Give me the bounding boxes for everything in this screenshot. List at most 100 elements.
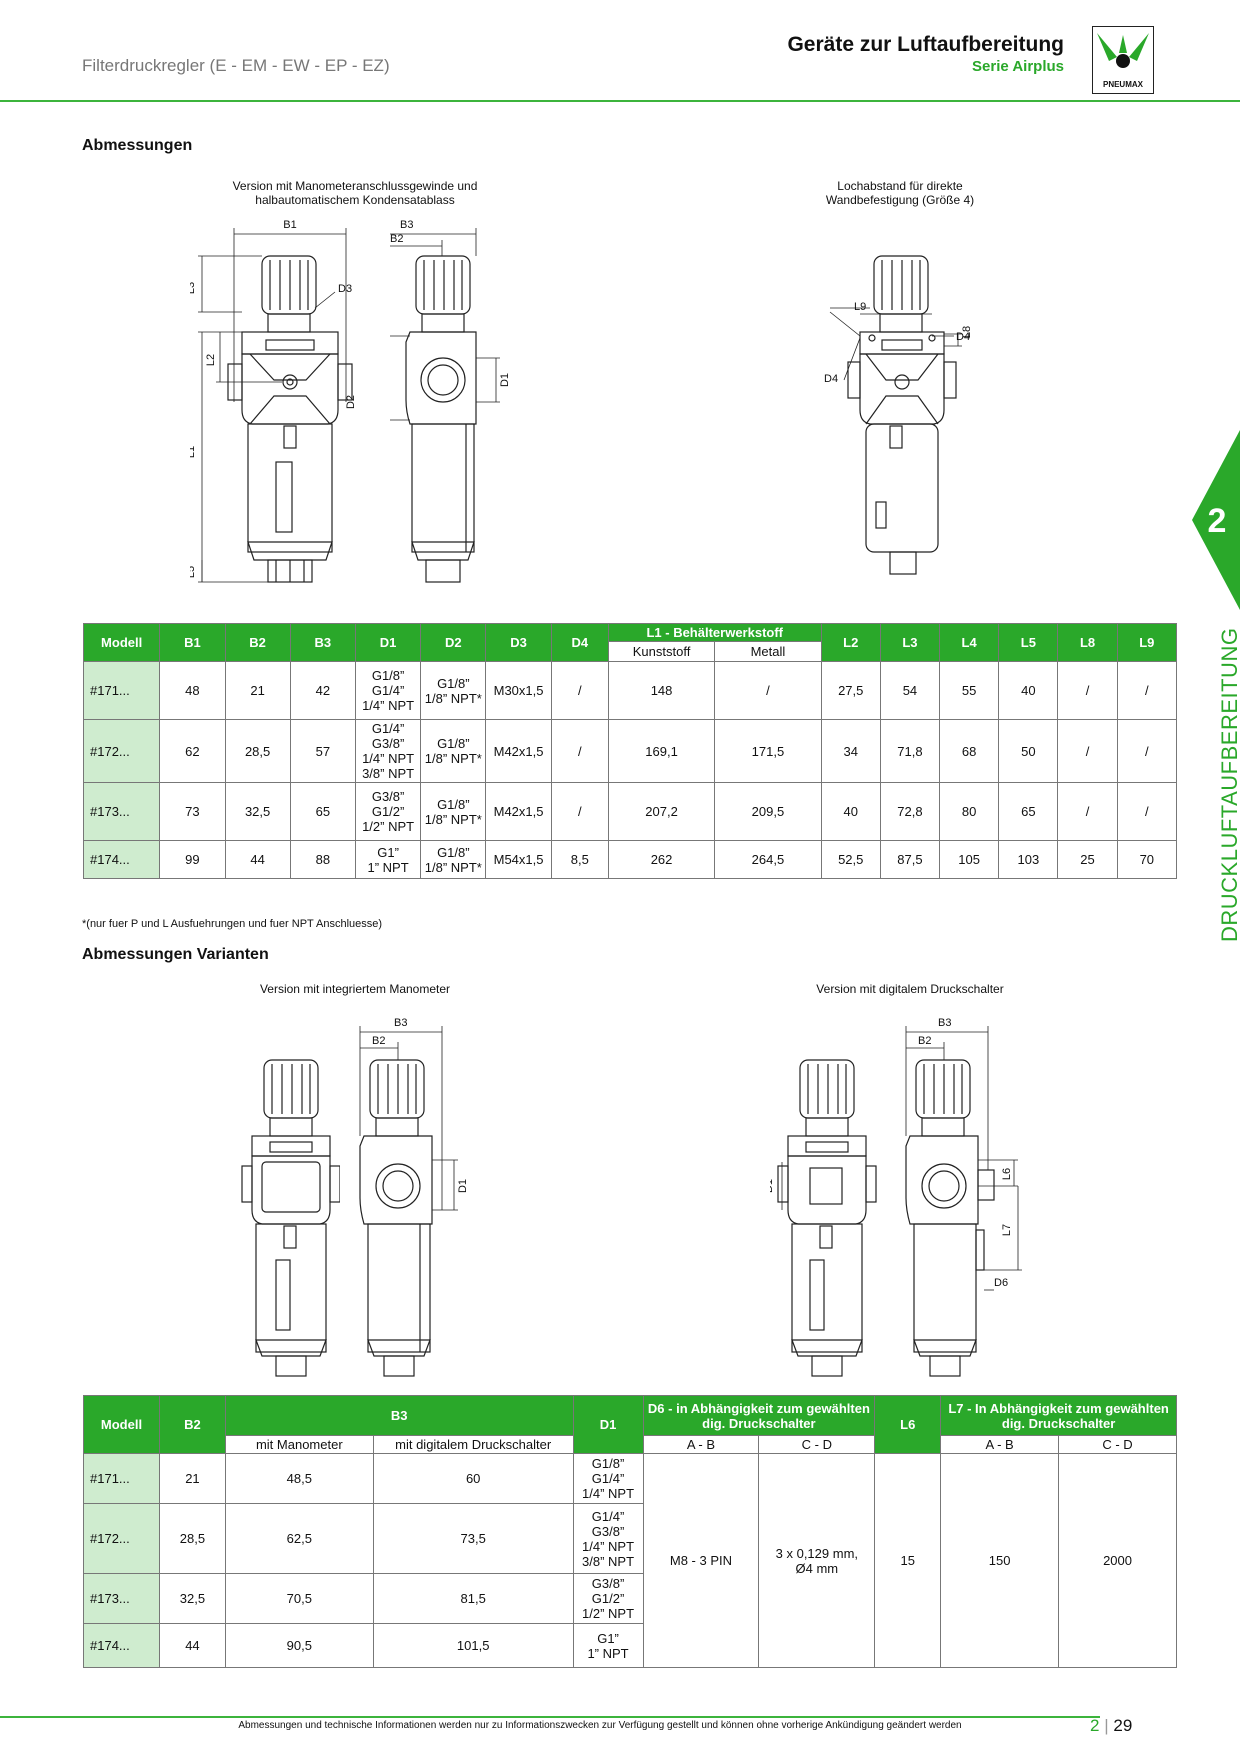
cell-D1: G1/8”G1/4”1/4” NPT [354,661,422,720]
dim-B1: B1 [283,219,296,231]
cell-digital: 60 [372,1453,574,1504]
cell-mano: 62,5 [224,1503,374,1574]
dim-B2-digital: B2 [918,1035,931,1047]
dim-B2: B2 [390,233,403,245]
cell-L9: / [1116,782,1178,841]
drawing-wall-mount-view: L9 D4 D4 L8 [824,255,973,575]
th-L3: L3 [879,623,941,662]
cell-m: 264,5 [714,840,822,879]
cell-D4: 8,5 [550,840,609,879]
caption-version-gauge-port: Version mit Manometeranschlussgewinde un… [232,179,478,207]
cell-D2: G1/8”1/8” NPT* [420,782,487,841]
cell-l6: 15 [874,1453,942,1668]
th-D4: D4 [550,623,609,662]
drawing-digital-side: B3 B2 L6 L7 D6 [905,1017,1022,1377]
cell-B1: 48 [159,661,226,720]
cell-l7_cd: 2000 [1058,1453,1177,1668]
cell-m: / [714,661,822,720]
dim-L5: L5 [190,566,197,578]
cell-k: 262 [607,840,716,879]
cell-B3: 65 [289,782,356,841]
footer-rule [0,1716,1100,1718]
cell-B2: 28,5 [158,1503,226,1574]
drawing-side-view: B3 B2 L4 D1 [390,219,511,583]
cell-D3: M30x1,5 [485,661,552,720]
drawing-gauge-front [241,1059,340,1377]
th-L8: L8 [1057,623,1118,662]
cell-k: 148 [607,661,716,720]
cell-modell: #171... [82,661,161,720]
cell-L9: 70 [1116,840,1178,879]
cell-d6_ab: M8 - 3 PIN [642,1453,760,1668]
cell-D2: G1/8”1/8” NPT* [420,661,487,720]
cell-L2: 27,5 [820,661,881,720]
drawing-digital-front: D1 [770,1059,877,1377]
th2-D1: D1 [572,1395,644,1454]
th2-d6-cd: C - D [758,1435,876,1454]
caption-digital-switch: Version mit digitalem Druckschalter [816,982,1004,996]
brand-logo: PNEUMAX [1092,26,1154,94]
cell-D4: / [550,782,609,841]
cell-D1: G1”1” NPT [354,840,422,879]
cell-L8: / [1057,782,1118,841]
dim-L8: L8 [961,326,973,338]
cell-B2: 32,5 [224,782,291,841]
cell-L2: 40 [820,782,881,841]
cell-B3: 88 [289,840,356,879]
cell-D4: / [550,719,609,783]
cell-B2: 21 [158,1453,226,1504]
cell-L4: 68 [939,719,1000,783]
th-L9: L9 [1116,623,1178,662]
caption-integrated-gauge: Version mit integriertem Manometer [259,982,451,996]
cell-L5: 103 [998,840,1059,879]
cell-L8: / [1057,719,1118,783]
th-B2: B2 [224,623,291,662]
th2-L7: L7 - In Abhängigkeit zum gewählten dig. … [940,1395,1177,1436]
th2-l7-cd: C - D [1058,1435,1177,1454]
cell-D4: / [550,661,609,720]
cell-L4: 55 [939,661,1000,720]
cell-D2: G1/8”1/8” NPT* [420,840,487,879]
dim-B3-gauge: B3 [394,1017,407,1029]
cell-modell: #174... [82,840,161,879]
cell-B2: 44 [158,1623,226,1668]
footer-disclaimer: Abmessungen und technische Informationen… [238,1720,962,1731]
cell-D1: G3/8”G1/2”1/2” NPT [354,782,422,841]
dim-D6: D6 [994,1277,1008,1289]
section-title-variants: Abmessungen Varianten [82,946,269,963]
cell-L8: 25 [1057,840,1118,879]
th-B1: B1 [159,623,226,662]
cell-L5: 50 [998,719,1059,783]
cell-B1: 73 [159,782,226,841]
table1-footnote: *(nur fuer P und L Ausfuehrungen und fue… [82,918,383,930]
cell-L2: 34 [820,719,881,783]
th2-mano: mit Manometer [224,1435,374,1454]
dim-D2: D2 [345,395,357,409]
cell-L5: 40 [998,661,1059,720]
dim-B2-gauge: B2 [372,1035,385,1047]
dim-D4-top: D4 [956,331,970,343]
cell-digital: 81,5 [372,1573,574,1624]
cell-D1: G3/8”G1/2”1/2” NPT [572,1573,644,1624]
cell-mano: 90,5 [224,1623,374,1668]
cell-L3: 87,5 [879,840,941,879]
cell-B2: 32,5 [158,1573,226,1624]
cell-D2: G1/8”1/8” NPT* [420,719,487,783]
cell-L9: / [1116,719,1178,783]
th2-D6: D6 - in Abhängigkeit zum gewählten dig. … [642,1395,876,1436]
cell-L3: 72,8 [879,782,941,841]
cell-modell: #174... [83,1623,160,1668]
dim-D1-gauge: D1 [457,1179,469,1193]
cell-B3: 57 [289,719,356,783]
cell-B2: 44 [224,840,291,879]
